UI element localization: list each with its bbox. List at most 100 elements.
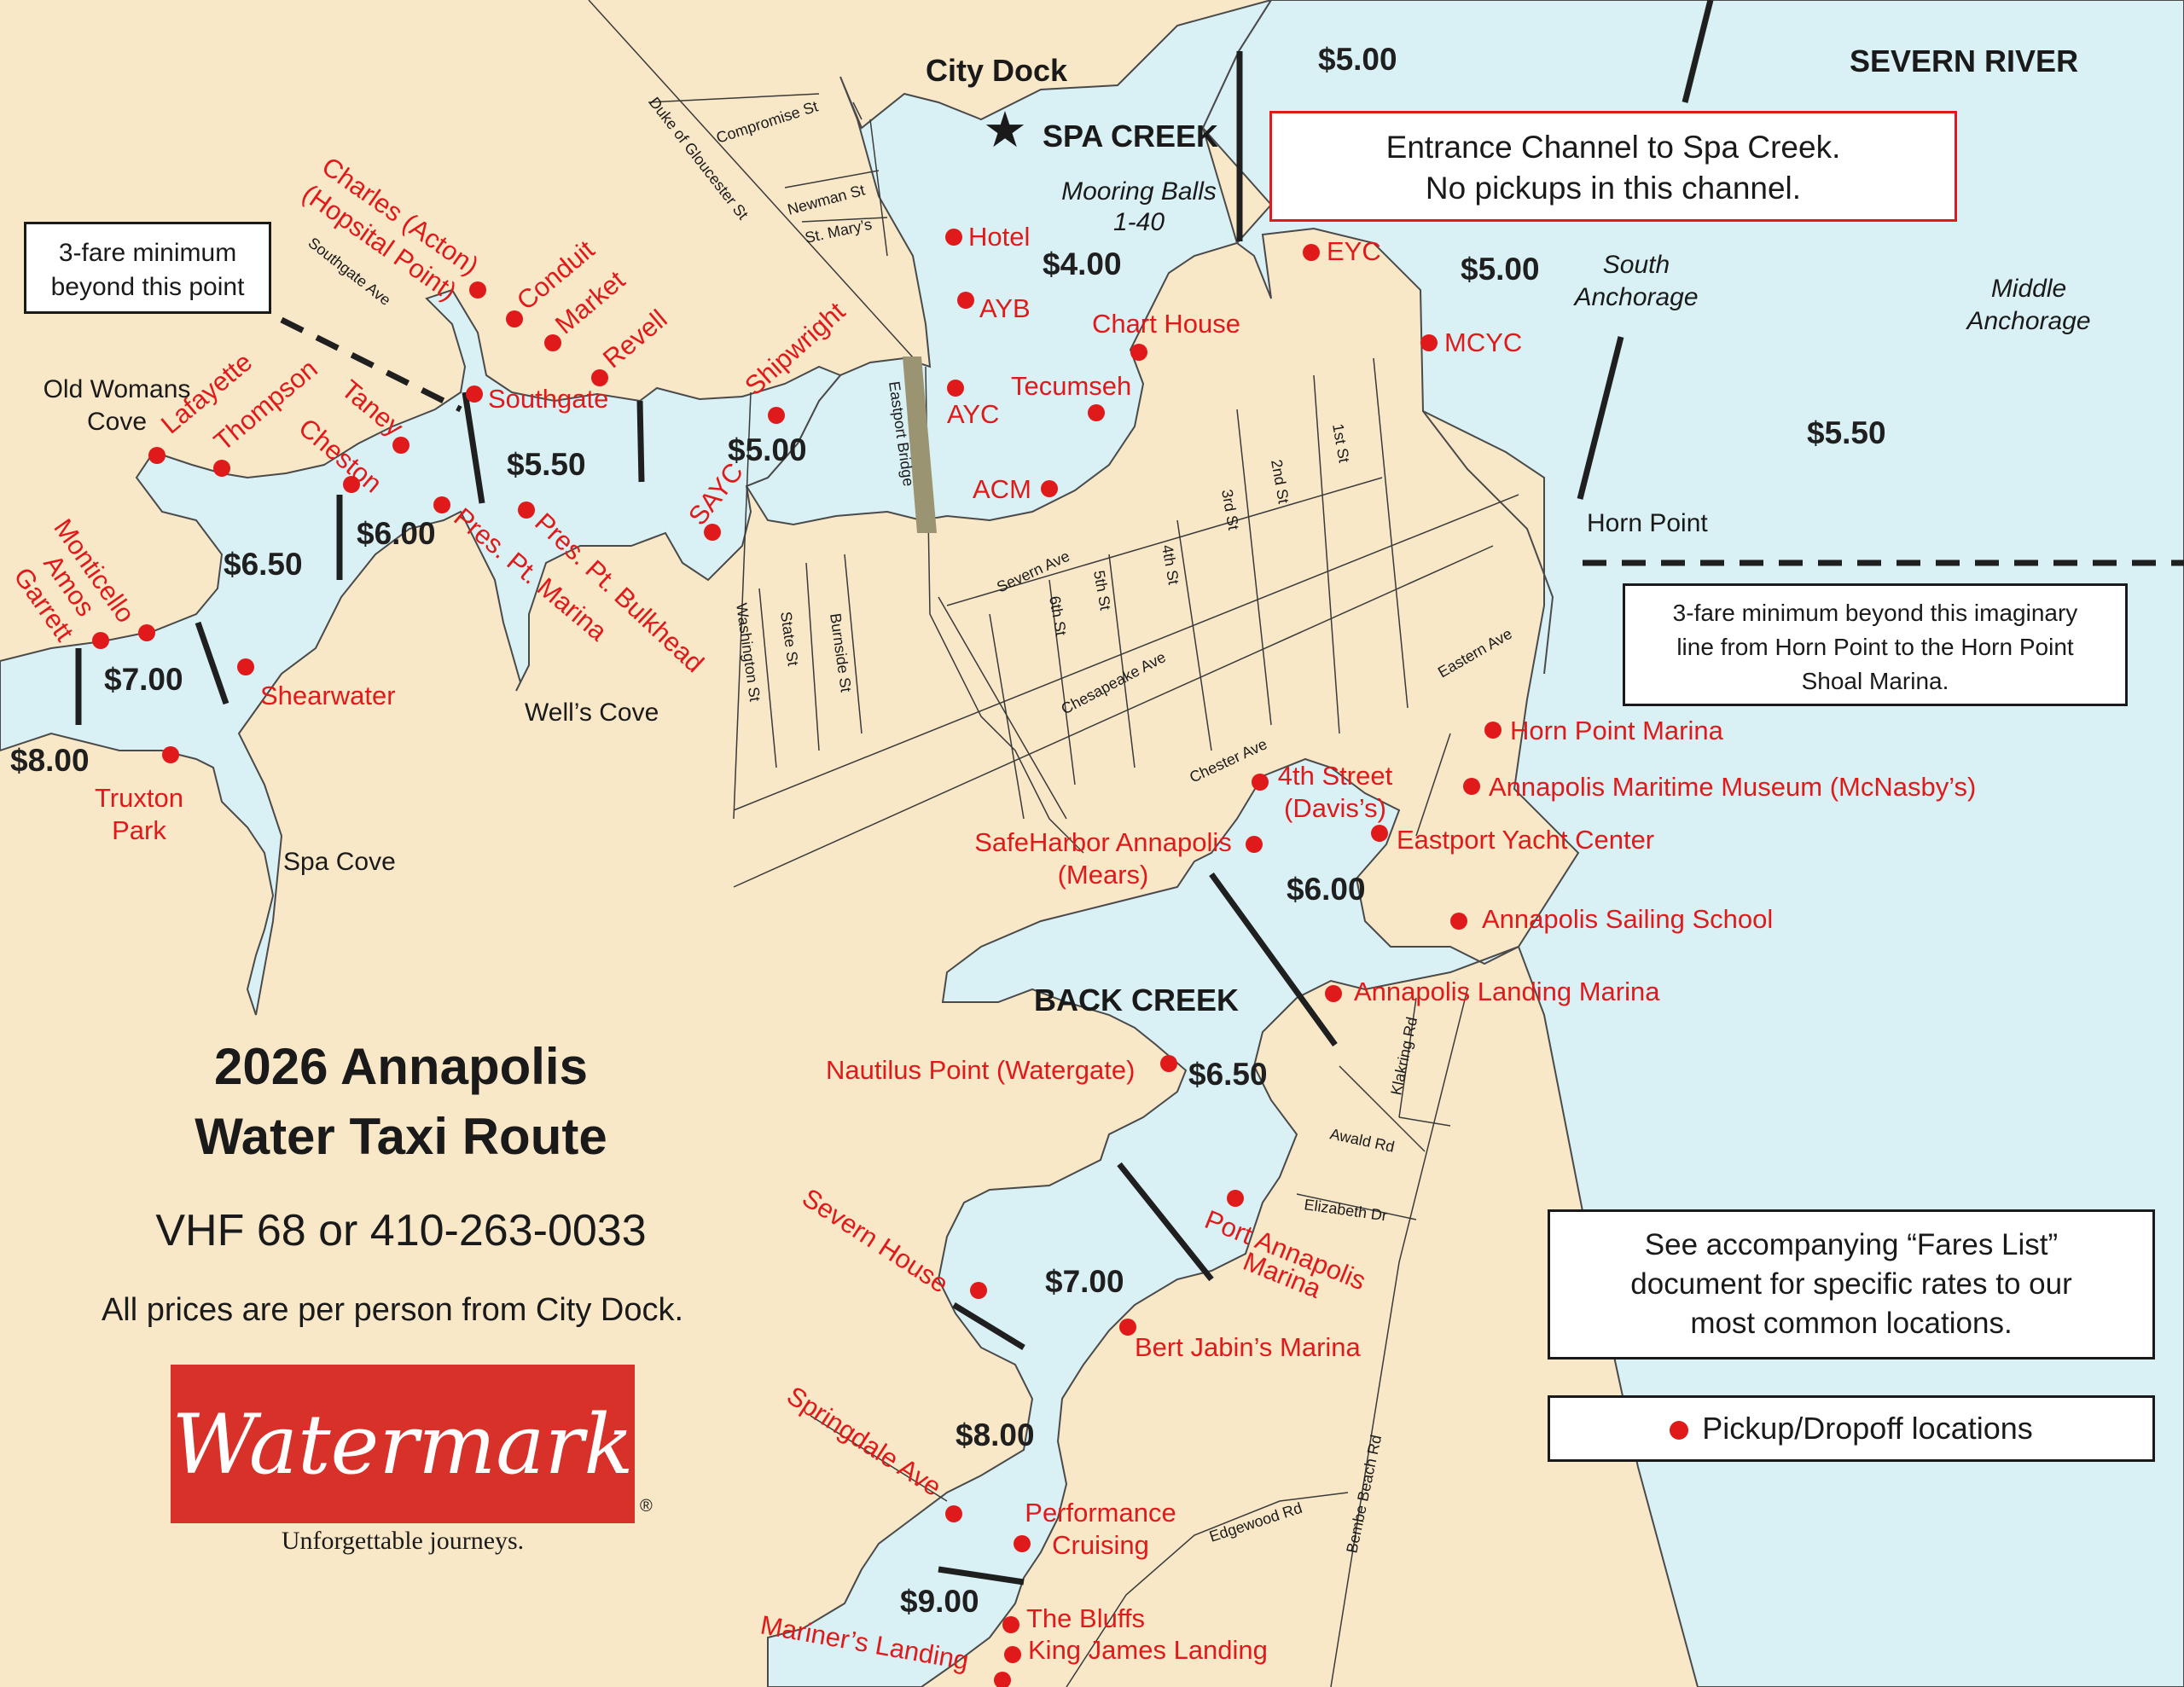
pickup-label-safeharbor-2: (Mears): [1058, 860, 1149, 890]
pickup-dot-nautilus[interactable]: [1160, 1055, 1177, 1072]
pickup-dot-ayb[interactable]: [957, 292, 974, 309]
old-womans-cove-label: Old Womans: [44, 375, 191, 403]
contact-info: VHF 68 or 410-263-0033: [155, 1206, 647, 1255]
registered-mark-icon: ®: [640, 1497, 653, 1516]
eastport-shoreline: [1422, 410, 1554, 675]
pickup-dot-performance[interactable]: [1014, 1535, 1031, 1552]
pickup-dot-truxton[interactable]: [162, 746, 179, 763]
fare-label: $9.00: [900, 1584, 979, 1619]
pickup-dot-lafayette[interactable]: [148, 447, 166, 464]
streets: [588, 0, 1519, 1687]
pickup-label-truxton: Truxton: [95, 783, 183, 813]
pickup-dot-ayc[interactable]: [947, 380, 964, 397]
pickup-label-king-james: King James Landing: [1028, 1635, 1268, 1665]
mooring-range-label: 1-40: [1113, 208, 1165, 236]
map-title-line1: 2026 Annapolis: [214, 1038, 588, 1095]
severn-river-label: SEVERN RIVER: [1850, 43, 2078, 78]
south-anchorage-label: South: [1603, 251, 1670, 279]
pickup-dot-market[interactable]: [544, 334, 561, 351]
min-fare-note-right: 3-fare minimum beyond this imaginary lin…: [1623, 583, 2128, 706]
fare-label: $5.00: [1461, 252, 1540, 287]
mooring-balls-label: Mooring Balls: [1061, 177, 1217, 206]
pickup-label-bert-jabin: Bert Jabin’s Marina: [1135, 1332, 1362, 1362]
pickup-dot-thompson[interactable]: [213, 460, 230, 477]
pickup-dot-monticello[interactable]: [138, 624, 155, 641]
spa-cove-label: Spa Cove: [283, 848, 396, 876]
pickup-dot-sailing-school[interactable]: [1450, 913, 1467, 930]
pickup-dot-mariners[interactable]: [994, 1672, 1011, 1687]
back-creek-label: BACK CREEK: [1034, 983, 1239, 1017]
spa-creek-label: SPA CREEK: [1043, 119, 1218, 154]
pickup-dot-mcyc[interactable]: [1420, 334, 1438, 351]
pickup-dot-cheston[interactable]: [343, 476, 360, 493]
watermark-logo-text: Watermark: [171, 1397, 634, 1493]
legend: Pickup/Dropoff locations: [1548, 1395, 2155, 1462]
pickup-dot-revell[interactable]: [591, 369, 608, 386]
pickup-label-ayc: AYC: [947, 399, 999, 429]
pickup-label-horn-point-marina: Horn Point Marina: [1510, 716, 1724, 745]
pickup-label-southgate: Southgate: [488, 384, 608, 414]
pickup-label-eyc: EYC: [1327, 236, 1381, 266]
pickup-dot-4th-street[interactable]: [1252, 774, 1269, 791]
pickup-label-bluffs: The Bluffs: [1026, 1603, 1145, 1633]
prices-note: All prices are per person from City Dock…: [101, 1292, 684, 1328]
pickup-label-truxton-2: Park: [112, 815, 166, 845]
pickup-dot-safeharbor[interactable]: [1246, 836, 1263, 853]
pickup-dot-pres-pt-bulkhead[interactable]: [518, 501, 535, 519]
entrance-channel-note-line1: Entrance Channel to Spa Creek.: [1385, 130, 1841, 165]
pickup-dot-conduit[interactable]: [506, 310, 523, 328]
pickup-dot-charles[interactable]: [469, 281, 486, 299]
map-title: 2026 Annapolis Water Taxi Route: [102, 1032, 700, 1172]
pickup-label-ayb: AYB: [979, 293, 1031, 323]
fare-boundaries: [75, 0, 1714, 1586]
pickup-dot-springdale[interactable]: [945, 1505, 962, 1522]
pickup-dot-taney[interactable]: [392, 437, 410, 454]
min-fare-note-right-line1: 3-fare minimum beyond this imaginary: [1672, 600, 2078, 626]
min-fare-note-right-line2: line from Horn Point to the Horn Point: [1676, 634, 2074, 660]
pickup-dot-bluffs[interactable]: [1002, 1616, 1019, 1633]
watermark-logo: Watermark: [171, 1365, 635, 1523]
pickup-dot-king-james[interactable]: [1004, 1646, 1021, 1663]
pickup-dot-sayc[interactable]: [704, 524, 721, 541]
middle-anchorage-label-2: Anchorage: [1965, 307, 2090, 335]
fare-label: $5.50: [1807, 415, 1886, 450]
pickup-dot-shipwright[interactable]: [768, 407, 785, 424]
fare-label: $8.00: [956, 1417, 1035, 1452]
pickup-dot-garrett[interactable]: [92, 632, 109, 649]
pickup-dot-bert-jabin[interactable]: [1119, 1319, 1136, 1336]
entrance-channel-note-line2: No pickups in this channel.: [1425, 171, 1802, 206]
pickup-dot-horn-point-marina[interactable]: [1484, 722, 1502, 739]
pickup-dot-shearwater[interactable]: [237, 658, 254, 675]
city-dock-star-icon: ★: [983, 102, 1027, 158]
min-fare-note-right-line3: Shoal Marina.: [1801, 668, 1949, 694]
pickup-dot-landing-marina[interactable]: [1325, 985, 1342, 1002]
wells-cove-label: Well’s Cove: [525, 699, 659, 727]
pickup-dot-pres-pt-marina[interactable]: [433, 496, 450, 513]
pickup-dot-hotel[interactable]: [945, 229, 962, 246]
pickup-dot-severn-house[interactable]: [970, 1282, 987, 1299]
pickup-dot-port-annapolis[interactable]: [1227, 1190, 1244, 1207]
pickup-label-performance-2: Cruising: [1052, 1530, 1149, 1560]
middle-anchorage-label: Middle: [1991, 275, 2066, 303]
legend-label: Pickup/Dropoff locations: [1702, 1411, 2033, 1446]
pickup-dot-southgate[interactable]: [466, 386, 483, 403]
pickup-dot-chart-house[interactable]: [1130, 344, 1147, 361]
pickup-label-tecumseh: Tecumseh: [1011, 371, 1131, 401]
old-womans-cove-label-2: Cove: [87, 408, 147, 436]
pickup-label-mcyc: MCYC: [1444, 328, 1522, 357]
min-fare-note-left-line2: beyond this point: [50, 273, 245, 301]
pickup-label-landing-marina: Annapolis Landing Marina: [1354, 977, 1660, 1006]
pickup-label-performance: Performance: [1025, 1498, 1176, 1528]
pickup-label-hotel: Hotel: [968, 222, 1030, 252]
fare-label: $7.00: [104, 662, 183, 697]
pickup-label-sailing-school: Annapolis Sailing School: [1482, 904, 1773, 934]
pickup-dot-tecumseh[interactable]: [1088, 404, 1105, 421]
pickup-dot-eastport-yacht[interactable]: [1371, 825, 1388, 842]
pickup-dot-acm[interactable]: [1041, 480, 1058, 497]
pickup-dot-eyc[interactable]: [1303, 244, 1320, 261]
min-fare-note-left: 3-fare minimum beyond this point: [24, 222, 271, 314]
pickup-dot-maritime-museum[interactable]: [1463, 778, 1480, 795]
back-creek-water: [767, 757, 1519, 1687]
min-fare-note-left-line1: 3-fare minimum: [58, 239, 237, 267]
fare-label: $6.50: [1188, 1057, 1268, 1092]
